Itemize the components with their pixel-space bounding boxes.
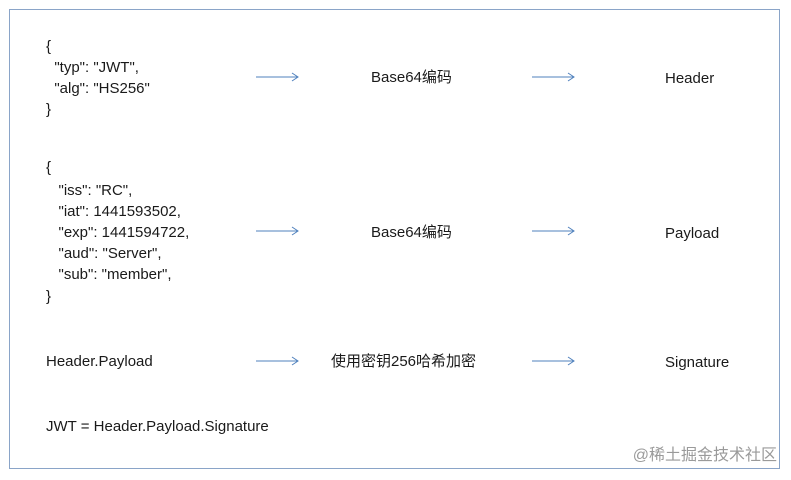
- payload-json-line-6: "sub": "member",: [46, 266, 172, 283]
- arrow-right-icon: [532, 72, 575, 82]
- payload-result-label: Payload: [665, 225, 720, 242]
- payload-encode-label: Base64编码: [371, 224, 452, 241]
- watermark: @稀土掘金技术社区: [632, 447, 777, 464]
- header-encode-label: Base64编码: [371, 69, 452, 86]
- header-json-line-4: }: [46, 101, 52, 118]
- arrow-right-icon: [256, 356, 299, 366]
- payload-json-line-5: "aud": "Server",: [46, 245, 162, 262]
- signature-result-label: Signature: [665, 354, 730, 371]
- header-json-line-3: "alg": "HS256": [46, 80, 150, 97]
- arrow-right-icon: [532, 226, 575, 236]
- header-result-label: Header: [665, 70, 715, 87]
- arrow-right-icon: [256, 226, 299, 236]
- payload-json-line-7: }: [46, 288, 52, 305]
- header-json-line-2: "typ": "JWT",: [46, 59, 139, 76]
- signature-hash-label: 使用密钥256哈希加密: [331, 353, 477, 370]
- diagram-frame: [9, 9, 780, 469]
- arrow-right-icon: [532, 356, 575, 366]
- payload-json-line-4: "exp": 1441594722,: [46, 224, 190, 241]
- jwt-formula: JWT = Header.Payload.Signature: [46, 418, 269, 435]
- payload-json-line-2: "iss": "RC",: [46, 182, 133, 199]
- signature-input-label: Header.Payload: [46, 353, 153, 370]
- payload-json-line-1: {: [46, 159, 52, 176]
- arrow-right-icon: [256, 72, 299, 82]
- header-json-line-1: {: [46, 38, 52, 55]
- payload-json-line-3: "iat": 1441593502,: [46, 203, 181, 220]
